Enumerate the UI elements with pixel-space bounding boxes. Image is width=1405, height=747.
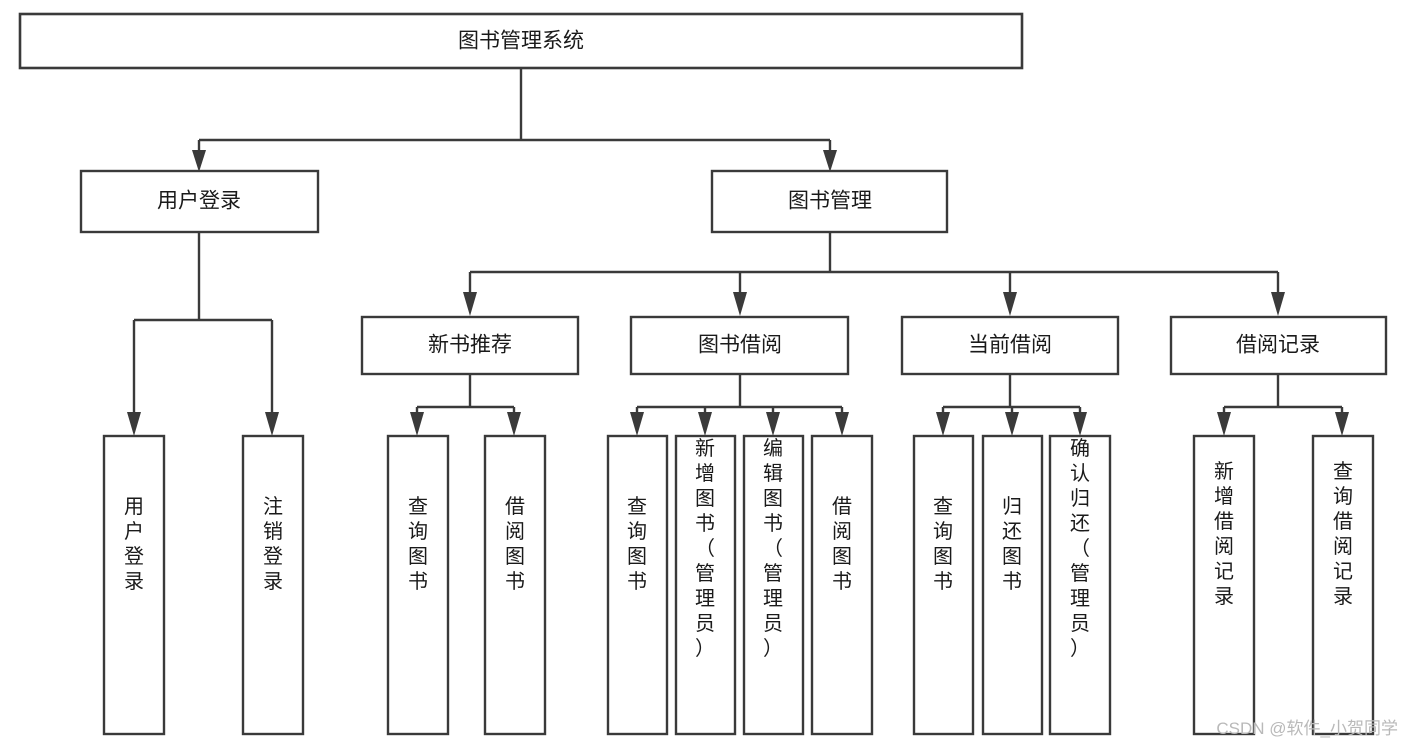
node-new-book-recommend-box[interactable]: [360, 315, 580, 376]
arrowhead-borrow-record: [1271, 292, 1285, 316]
node-leaf-return-book-box[interactable]: [981, 434, 1044, 736]
node-leaf-edit-book[interactable]: 编辑图书（管理员）: [742, 434, 805, 736]
node-leaf-query-book-2-label: 查询图书: [627, 495, 647, 593]
node-leaf-query-book-1-box[interactable]: [386, 434, 450, 736]
node-leaf-return-book-label: 归还图书: [1002, 495, 1022, 593]
arrowhead-leaf-user-login: [127, 412, 141, 436]
node-leaf-edit-book-label: 编辑图书（管理员）: [763, 437, 783, 660]
node-leaf-logout-login[interactable]: 注销登录: [241, 434, 305, 736]
node-book-management[interactable]: 图书管理: [710, 169, 949, 234]
node-book-borrow[interactable]: 图书借阅: [629, 315, 850, 376]
node-borrow-record-label: 借阅记录: [1236, 334, 1320, 357]
arrowhead-current-borrow: [1003, 292, 1017, 316]
node-leaf-query-book-3[interactable]: 查询图书: [912, 434, 975, 736]
node-leaf-logout-login-label: 注销登录: [263, 495, 283, 593]
node-current-borrow[interactable]: 当前借阅: [900, 315, 1120, 376]
node-leaf-add-book[interactable]: 新增图书（管理员）: [674, 434, 737, 736]
node-new-book-recommend-label: 新书推荐: [428, 334, 512, 357]
arrowhead-leaf-logout-login: [265, 412, 279, 436]
node-book-management-label: 图书管理: [788, 190, 872, 213]
node-leaf-add-record[interactable]: 新增借阅记录: [1192, 434, 1256, 736]
arrowhead-leaf-borrow-book-1: [507, 412, 521, 436]
node-new-book-recommend[interactable]: 新书推荐: [360, 315, 580, 376]
node-current-borrow-label: 当前借阅: [968, 334, 1052, 357]
node-leaf-query-book-1[interactable]: 查询图书: [386, 434, 450, 736]
arrowhead-leaf-add-book: [698, 412, 712, 436]
node-leaf-query-record[interactable]: 查询借阅记录: [1311, 434, 1375, 736]
node-borrow-record[interactable]: 借阅记录: [1169, 315, 1388, 376]
node-leaf-add-record-label: 新增借阅记录: [1214, 460, 1234, 608]
node-leaf-borrow-book-2-box[interactable]: [810, 434, 874, 736]
arrowhead-leaf-add-record: [1217, 412, 1231, 436]
node-root-label: 图书管理系统: [458, 30, 584, 53]
node-leaf-borrow-book-1-box[interactable]: [483, 434, 547, 736]
node-leaf-add-book-box[interactable]: [674, 434, 737, 736]
node-leaf-query-record-box[interactable]: [1311, 434, 1375, 736]
node-leaf-query-book-3-box[interactable]: [912, 434, 975, 736]
node-leaf-user-login-box[interactable]: [102, 434, 166, 736]
node-book-management-box[interactable]: [710, 169, 949, 234]
node-leaf-edit-book-box[interactable]: [742, 434, 805, 736]
node-leaf-add-record-box[interactable]: [1192, 434, 1256, 736]
node-user-login-label: 用户登录: [157, 190, 241, 213]
node-leaf-add-book-label: 新增图书（管理员）: [695, 437, 715, 660]
arrowhead-leaf-return-book: [1005, 412, 1019, 436]
arrowhead-leaf-query-book-2: [630, 412, 644, 436]
node-leaf-borrow-book-2[interactable]: 借阅图书: [810, 434, 874, 736]
arrowhead-book-management: [823, 150, 837, 172]
node-borrow-record-box[interactable]: [1169, 315, 1388, 376]
node-leaf-borrow-book-2-label: 借阅图书: [832, 495, 852, 593]
watermark-label: CSDN @软件_小贺同学: [1216, 719, 1398, 738]
arrowhead-leaf-query-book-3: [936, 412, 950, 436]
arrowhead-new-book-recommend: [463, 292, 477, 316]
node-leaf-query-record-label: 查询借阅记录: [1333, 460, 1353, 608]
node-leaf-user-login-label: 用户登录: [124, 496, 144, 593]
node-leaf-logout-login-box[interactable]: [241, 434, 305, 736]
node-leaf-query-book-3-label: 查询图书: [933, 495, 953, 593]
node-leaf-confirm-return-label: 确认归还（管理员）: [1070, 437, 1090, 660]
node-leaf-borrow-book-1-label: 借阅图书: [505, 495, 525, 593]
node-current-borrow-box[interactable]: [900, 315, 1120, 376]
connector-layer: [127, 68, 1349, 436]
arrowhead-leaf-edit-book: [766, 412, 780, 436]
node-leaf-confirm-return[interactable]: 确认归还（管理员）: [1048, 434, 1112, 736]
arrowhead-book-borrow: [733, 292, 747, 316]
node-leaf-return-book[interactable]: 归还图书: [981, 434, 1044, 736]
node-book-borrow-box[interactable]: [629, 315, 850, 376]
node-book-borrow-label: 图书借阅: [698, 334, 782, 357]
node-user-login[interactable]: 用户登录: [79, 169, 320, 234]
node-leaf-query-book-1-label: 查询图书: [408, 495, 428, 593]
arrowhead-leaf-query-book-1: [410, 412, 424, 436]
arrowhead-leaf-confirm-return: [1073, 412, 1087, 436]
node-leaf-query-book-2[interactable]: 查询图书: [606, 434, 669, 736]
node-user-login-box[interactable]: [79, 169, 320, 234]
node-leaf-user-login[interactable]: 用户登录: [102, 434, 166, 736]
arrowhead-leaf-borrow-book-2: [835, 412, 849, 436]
arrowhead-user-login: [192, 150, 206, 172]
arrowhead-leaf-query-record: [1335, 412, 1349, 436]
node-root[interactable]: 图书管理系统: [18, 12, 1024, 70]
node-leaf-borrow-book-1[interactable]: 借阅图书: [483, 434, 547, 736]
leaf-layer: 用户登录 注销登录 查询图书 借阅图书 查询图书 新增图书: [102, 434, 1375, 736]
node-root-box[interactable]: [18, 12, 1024, 70]
node-leaf-query-book-2-box[interactable]: [606, 434, 669, 736]
node-leaf-confirm-return-box[interactable]: [1048, 434, 1112, 736]
